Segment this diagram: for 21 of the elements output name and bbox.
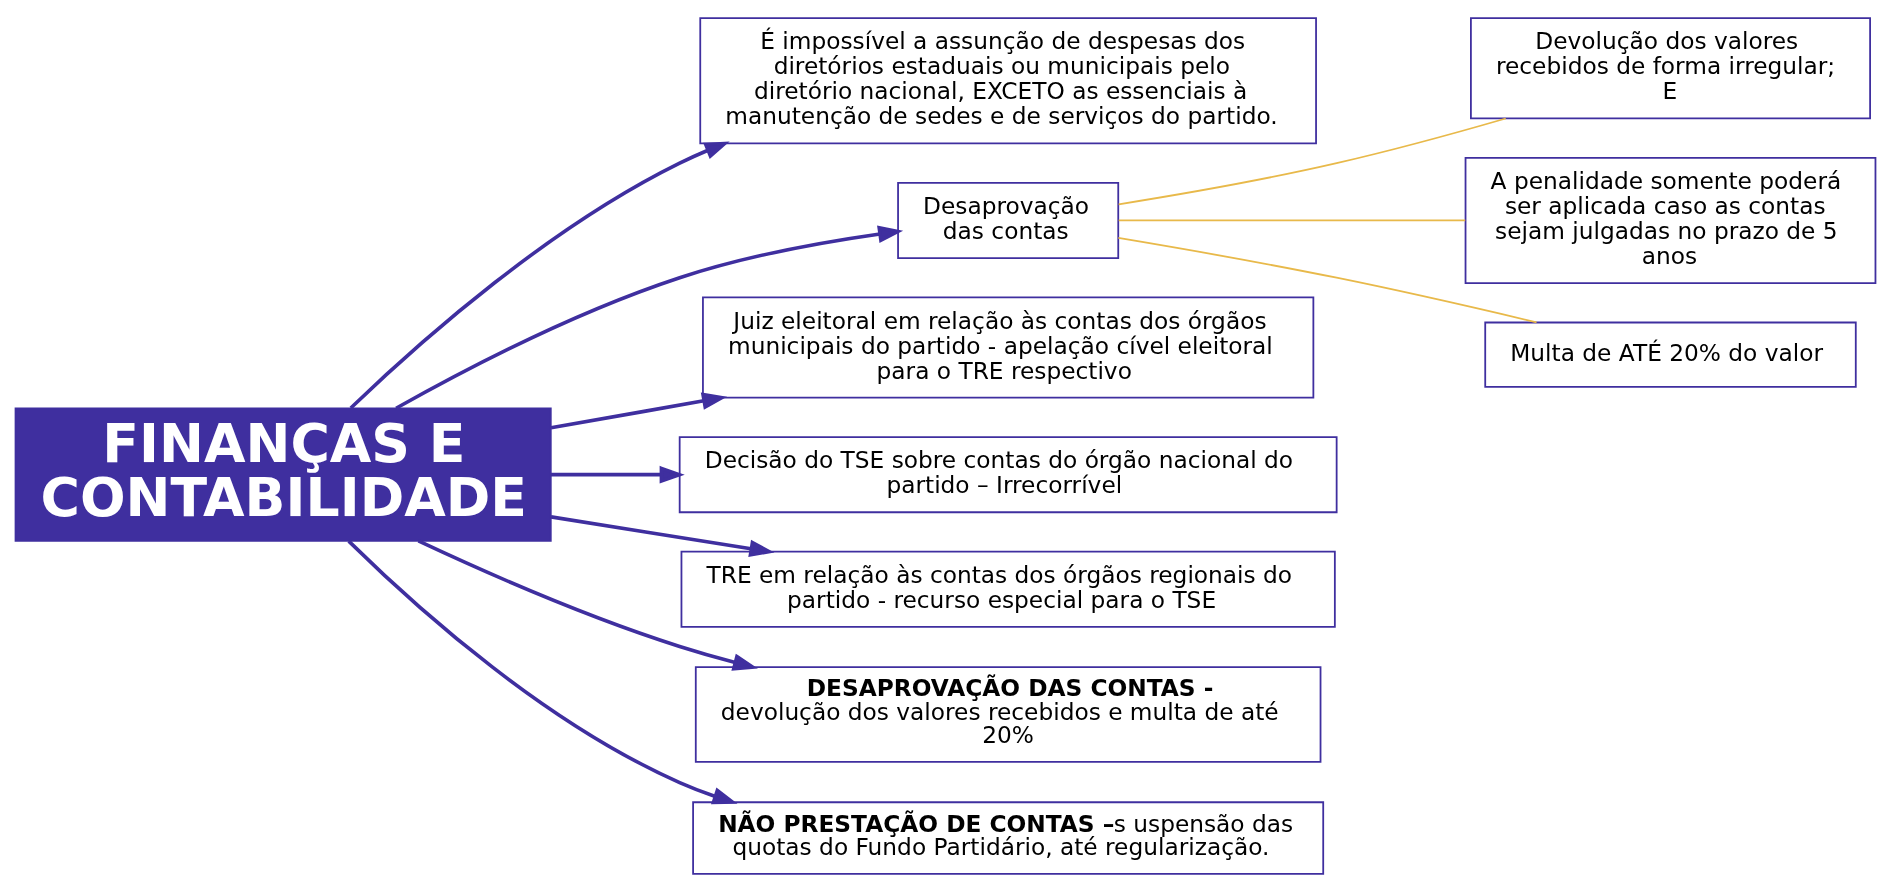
- arrow: [551, 465, 685, 483]
- node-box: Juiz eleitoral em relação às contas dos órgãos municipais do partido - apelação cível eleitoral para o TRE respectivo: [702, 296, 1315, 399]
- arrow: [395, 224, 904, 410]
- connector: [1117, 117, 1507, 205]
- arrow: [349, 141, 730, 409]
- connector: [1117, 236, 1538, 323]
- node-box: Multa de ATÉ 20% do valor: [1484, 321, 1857, 388]
- node-box: Desaprovação das contas: [897, 181, 1120, 259]
- arrow: [550, 391, 728, 430]
- node-box: DESAPROVAÇÃO DAS CONTAS - devolução dos valores recebidos e multa de até 20%: [694, 665, 1322, 763]
- arrow: [550, 514, 775, 557]
- connector: [1117, 219, 1467, 221]
- node-box: É impossível a assunção de despesas dos diretórios estaduais ou municipais pelo diretório nacional, EXCETO as essenciais à manutenção de sedes e de serviços do partido.: [699, 16, 1317, 144]
- node-box: FINANÇAS E CONTABILIDADE: [14, 407, 552, 542]
- node-box: TRE em relação às contas dos órgãos regionais do partido - recurso especial para o TSE: [680, 550, 1336, 628]
- arrow: [347, 539, 738, 804]
- node-box: Decisão do TSE sobre contas do órgão nacional do partido – Irrecorrível: [678, 435, 1338, 513]
- node-box: Devolução dos valores recebidos de forma irregular; E: [1470, 16, 1871, 119]
- node-box: NÃO PRESTAÇÃO DE CONTAS –s uspensão das quotas do Fundo Partidário, até regularização.: [692, 800, 1325, 875]
- arrow: [417, 538, 758, 671]
- node-box: A penalidade somente poderá ser aplicada caso as contas sejam julgadas no prazo de 5 anos: [1464, 156, 1877, 284]
